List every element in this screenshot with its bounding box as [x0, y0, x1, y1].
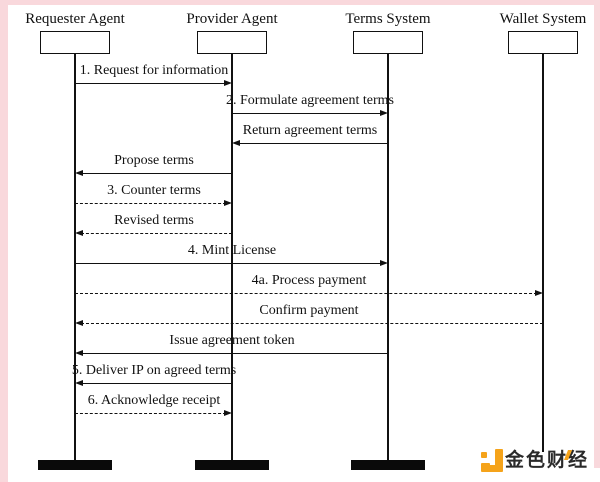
lifeline-requester-agent — [74, 54, 76, 460]
arrowhead-right-icon — [380, 260, 388, 266]
watermark-jinse-finance: 金色财经 — [481, 448, 599, 473]
pink-border-right — [594, 0, 600, 468]
arrowhead-right-icon — [224, 410, 232, 416]
message-label: 4a. Process payment — [251, 273, 367, 288]
end-bar-terms-system — [351, 460, 425, 470]
arrowhead-left-icon — [75, 230, 83, 236]
watermark-text: 金色财经 — [505, 449, 590, 471]
arrowhead-left-icon — [75, 320, 83, 326]
message-line — [75, 413, 226, 414]
message-label: 6. Acknowledge receipt — [87, 393, 221, 408]
message-line — [81, 233, 232, 234]
actor-label-requester-agent: Requester Agent — [25, 11, 125, 27]
lifeline-wallet-system — [542, 54, 544, 452]
end-bar-requester-agent — [38, 460, 112, 470]
message-line — [75, 83, 226, 84]
message-label: Issue agreement token — [169, 333, 295, 348]
message-line — [75, 293, 537, 294]
message-label: Revised terms — [114, 213, 194, 228]
arrowhead-left-icon — [75, 350, 83, 356]
arrowhead-right-icon — [380, 110, 388, 116]
message-label: 5. Deliver IP on agreed terms — [71, 363, 237, 378]
message-line — [75, 263, 382, 264]
lifeline-provider-agent — [231, 54, 233, 460]
lifeline-terms-system — [387, 54, 389, 460]
actor-box-terms-system — [353, 31, 423, 54]
message-line — [238, 143, 388, 144]
message-label: 2. Formulate agreement terms — [226, 93, 394, 108]
actor-label-terms-system: Terms System — [345, 11, 431, 27]
message-label: Propose terms — [114, 153, 194, 168]
message-label: 4. Mint License — [187, 243, 277, 258]
message-line — [81, 353, 388, 354]
message-line — [81, 383, 232, 384]
pink-border-left — [0, 0, 8, 482]
message-line — [81, 323, 543, 324]
message-line — [232, 113, 382, 114]
arrowhead-right-icon — [224, 80, 232, 86]
actor-box-provider-agent — [197, 31, 267, 54]
arrowhead-left-icon — [232, 140, 240, 146]
arrowhead-right-icon — [535, 290, 543, 296]
pink-border-top — [0, 0, 600, 5]
end-bar-provider-agent — [195, 460, 269, 470]
actor-label-provider-agent: Provider Agent — [186, 11, 278, 27]
actor-box-requester-agent — [40, 31, 110, 54]
arrowhead-left-icon — [75, 170, 83, 176]
message-label: Return agreement terms — [242, 123, 378, 138]
actor-box-wallet-system — [508, 31, 578, 54]
actor-label-wallet-system: Wallet System — [499, 11, 587, 27]
message-label: Confirm payment — [259, 303, 359, 318]
message-line — [81, 173, 232, 174]
message-label: 1. Request for information — [79, 63, 229, 78]
message-label: 3. Counter terms — [107, 183, 201, 198]
message-line — [75, 203, 226, 204]
jinse-logo-icon — [481, 449, 503, 472]
arrowhead-left-icon — [75, 380, 83, 386]
arrowhead-right-icon — [224, 200, 232, 206]
